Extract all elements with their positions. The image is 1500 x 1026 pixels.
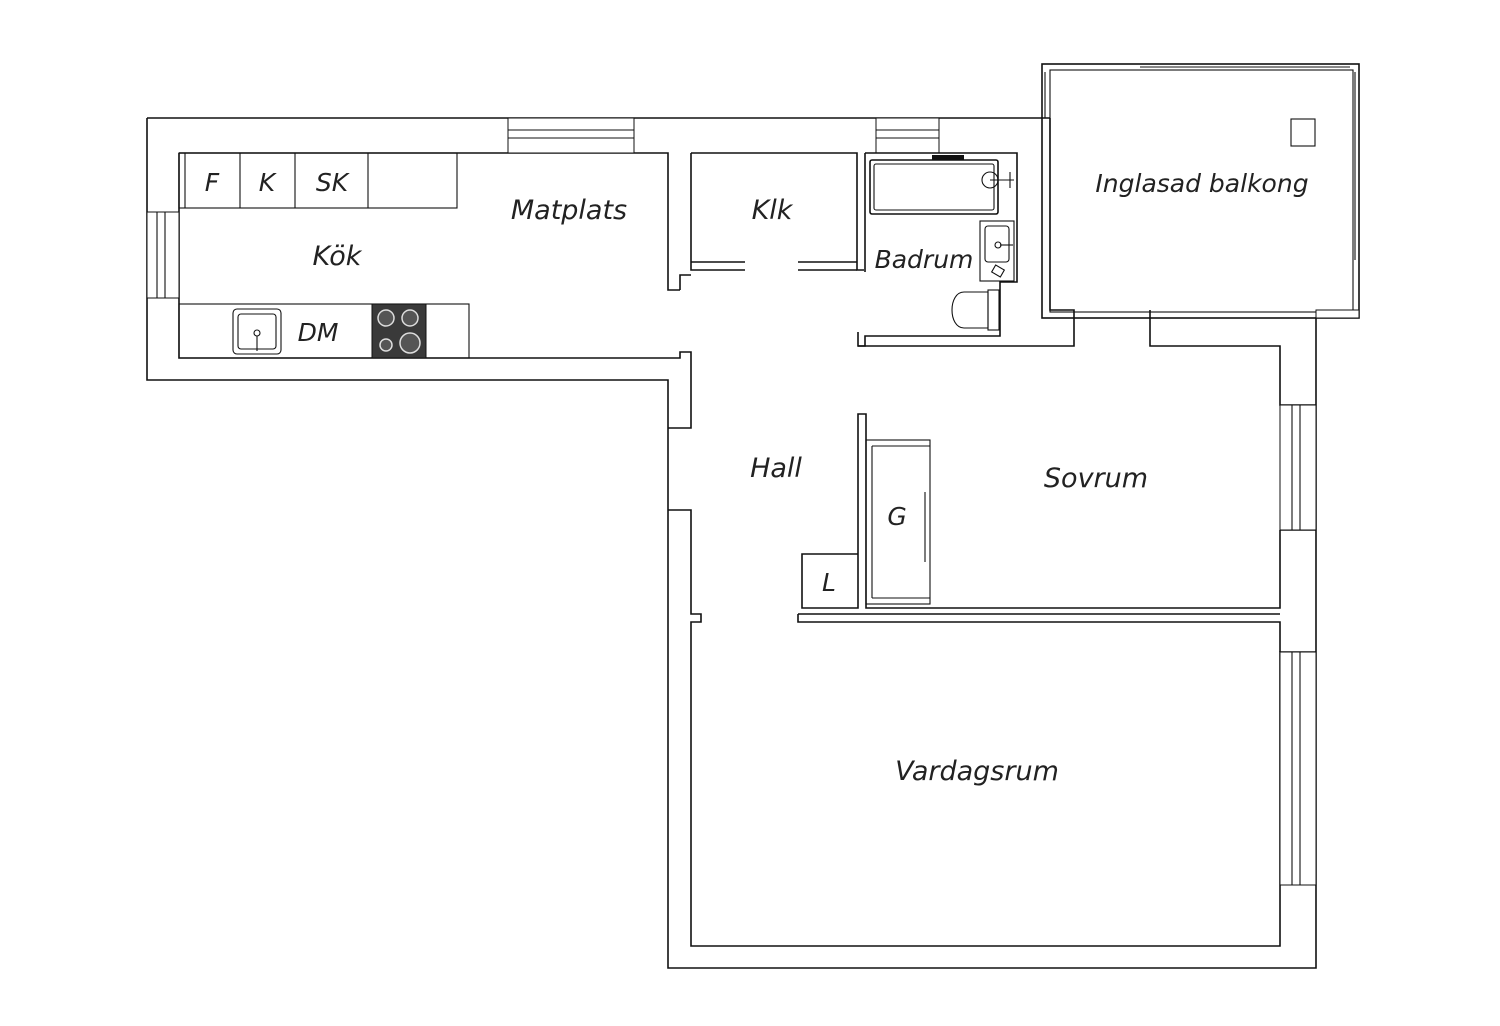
living-window [1279,651,1317,886]
klk-walls [679,152,864,290]
room-label-klk: Klk [752,195,794,226]
fixture-label-dm: DM [298,318,339,347]
fixture-label-sk: SK [316,168,351,197]
fixture-label-f: F [205,168,220,197]
fixture-label-l: L [822,568,836,597]
wardrobe [865,439,931,605]
room-label-sovrum: Sovrum [1044,463,1148,494]
bedroom-window [1279,404,1317,531]
fixture-label-k: K [259,168,278,197]
room-label-badrum: Badrum [875,245,974,274]
room-label-matplats: Matplats [511,195,627,226]
kitchen-walls [146,117,1317,969]
toilet-icon [951,289,1000,331]
fixture-label-g: G [887,502,906,531]
stove-icon [371,303,427,359]
balcony-walls [1041,63,1360,319]
washbasin-icon [979,220,1015,282]
room-label-balkong: Inglasad balkong [1095,169,1308,198]
kitchen-sink-icon [232,308,282,355]
hall-walls [668,310,1316,947]
room-label-vardagsrum: Vardagsrum [895,756,1059,787]
bathtub-icon [869,155,1014,215]
room-label-hall: Hall [750,453,802,484]
kitchen-counters [178,152,470,359]
room-label-kok: Kök [313,241,363,272]
